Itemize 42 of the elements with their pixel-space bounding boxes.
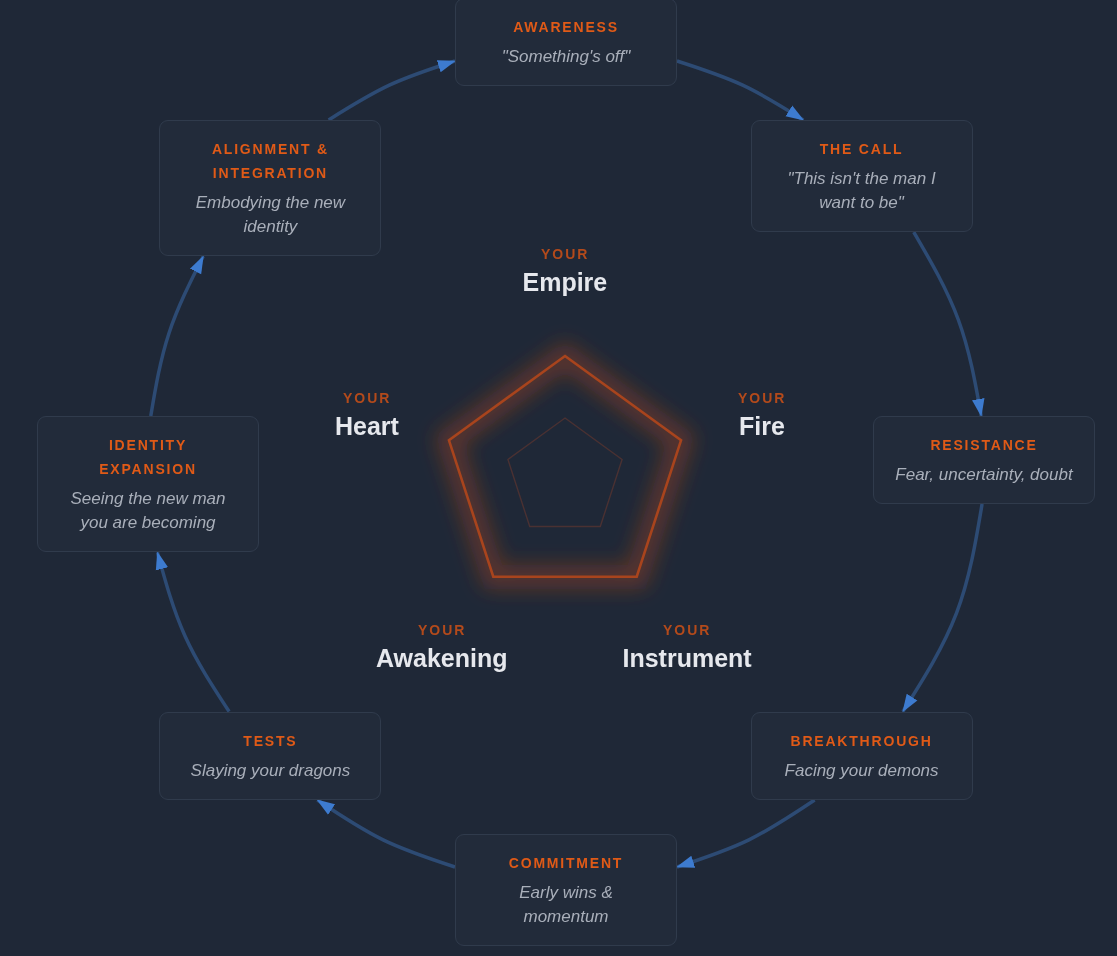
stage-title: BREAKTHROUGH: [789, 731, 934, 751]
pillar-label: Heart: [335, 411, 399, 441]
cycle-arrow: [149, 255, 205, 417]
stage-description: Fear, uncertainty, doubt: [894, 464, 1075, 486]
pillar-label: Empire: [522, 267, 608, 297]
kicker-label: YOUR: [343, 389, 392, 407]
stage-card: [159, 711, 382, 800]
cycle-arrow: [676, 59, 805, 122]
cycle-arrow: [316, 798, 456, 869]
stage-title: AWARENESS: [512, 18, 620, 37]
cycle-arrow: [901, 503, 984, 713]
kicker-label: YOUR: [541, 245, 590, 263]
stage-description: "This isn't the man I want to be": [786, 168, 937, 215]
cycle-arrow: [676, 798, 816, 869]
stage-title: IDENTITY EXPANSION: [98, 436, 198, 479]
stage-description: "Something's off": [500, 46, 632, 68]
cycle-arrow: [912, 231, 985, 417]
stage-title: COMMITMENT: [507, 854, 625, 873]
stage-title: ALIGNMENT & INTEGRATION: [210, 140, 330, 184]
stage-card: [873, 416, 1095, 504]
stage-card: [37, 416, 259, 552]
cycle-arrow: [327, 59, 456, 122]
stage-description: Embodying the new identity: [194, 192, 347, 239]
stage-title: THE CALL: [818, 140, 905, 160]
kicker-label: YOUR: [418, 621, 467, 639]
pillar-label: Awakening: [376, 643, 508, 673]
stage-description: Facing your demons: [783, 759, 940, 782]
stage-card: [750, 120, 973, 233]
kicker-label: YOUR: [663, 621, 712, 639]
stage-description: Slaying your dragons: [189, 759, 352, 782]
stage-card: [455, 0, 677, 86]
stage-card: [455, 834, 677, 946]
stage-description: Seeing the new man you are becoming: [69, 488, 227, 534]
stage-description: Early wins & momentum: [518, 882, 614, 928]
stage-card: [159, 120, 382, 257]
pillar-label: Fire: [739, 411, 785, 441]
stage-title: TESTS: [242, 731, 299, 751]
stage-title: RESISTANCE: [929, 436, 1039, 455]
stage-card: [750, 711, 973, 800]
kicker-label: YOUR: [738, 389, 787, 407]
pillar-label: Instrument: [622, 643, 752, 673]
cycle-arrow: [155, 551, 231, 713]
